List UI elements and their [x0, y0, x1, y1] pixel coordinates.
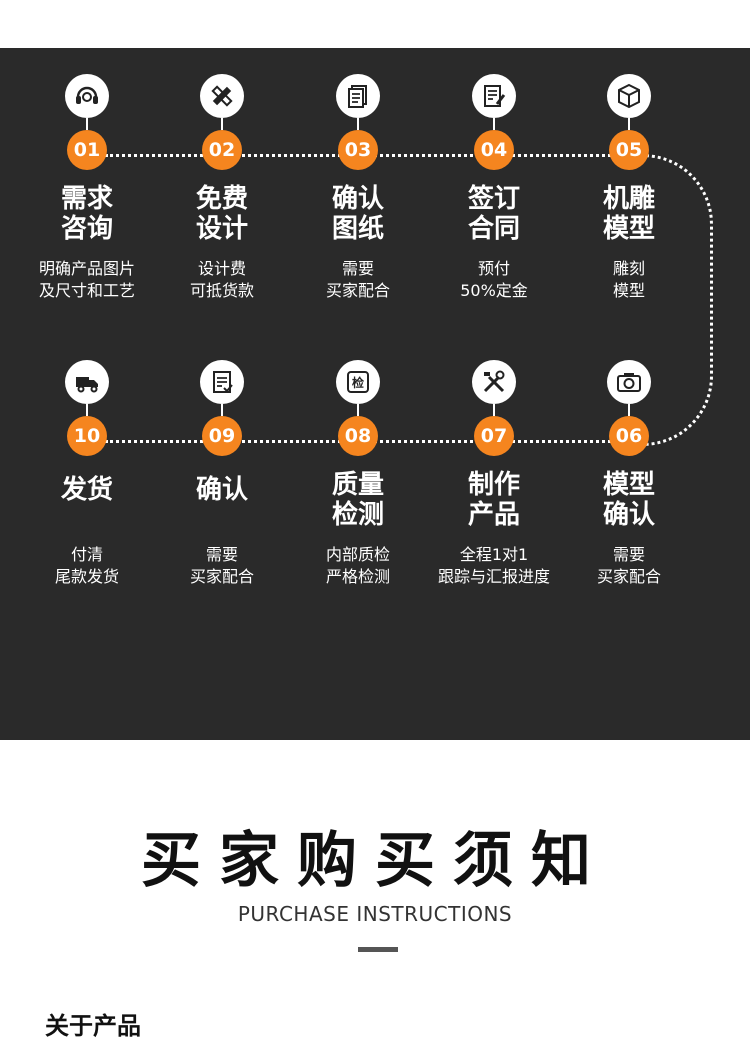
step-description: 全程1对1 跟踪与汇报进度: [437, 545, 550, 586]
step-title: 需求 咨询: [60, 184, 113, 244]
svg-text:检: 检: [352, 375, 364, 390]
section-label-cut: 关于产品: [45, 1012, 141, 1040]
page-heading: 买家购买须知: [141, 826, 609, 896]
step-title: 机雕 模型: [602, 184, 655, 244]
step-stem: [493, 118, 495, 130]
step-description: 设计费 可抵货款: [189, 259, 254, 300]
step-stem: [221, 404, 223, 416]
heading-underline: [358, 947, 398, 952]
pencil-ruler-icon: [200, 74, 244, 118]
step-number: 08: [338, 416, 378, 456]
step-stem: [628, 118, 630, 130]
step-title: 签订 合同: [467, 184, 520, 244]
top-strip: [0, 0, 750, 48]
step-description: 明确产品图片 及尺寸和工艺: [38, 259, 135, 300]
cube-icon: [607, 74, 651, 118]
step-stem: [357, 404, 359, 416]
checklist-icon: [200, 360, 244, 404]
process-panel: 01 需求 咨询明确产品图片 及尺寸和工艺 02 免费 设计设计费 可抵货款 03 确认 …: [0, 48, 750, 740]
step-title: 制作 产品: [467, 470, 520, 530]
step-number: 02: [202, 130, 242, 170]
step-title: 模型 确认: [602, 470, 655, 530]
step-description: 内部质检 严格检测: [325, 545, 390, 586]
step-title: 质量 检测: [331, 470, 384, 530]
step-stem: [493, 404, 495, 416]
step-number: 05: [609, 130, 649, 170]
step-number: 03: [338, 130, 378, 170]
step-number: 04: [474, 130, 514, 170]
inspection-icon: 检: [336, 360, 380, 404]
step-number: 01: [67, 130, 107, 170]
step-number: 09: [202, 416, 242, 456]
step-description: 预付 50%定金: [460, 259, 528, 300]
tools-icon: [472, 360, 516, 404]
step-number: 10: [67, 416, 107, 456]
contract-icon: [472, 74, 516, 118]
page-subheading: PURCHASE INSTRUCTIONS: [237, 902, 513, 926]
step-stem: [86, 118, 88, 130]
step-description: 需要 买家配合: [189, 545, 254, 586]
step-title: 确认: [195, 475, 248, 505]
truck-icon: [65, 360, 109, 404]
camera-icon: [607, 360, 651, 404]
step-stem: [86, 404, 88, 416]
step-stem: [357, 118, 359, 130]
step-title: 免费 设计: [195, 184, 248, 244]
step-description: 付清 尾款发货: [54, 545, 119, 586]
step-stem: [628, 404, 630, 416]
step-number: 06: [609, 416, 649, 456]
step-description: 需要 买家配合: [596, 545, 661, 586]
step-description: 需要 买家配合: [325, 259, 390, 300]
step-stem: [221, 118, 223, 130]
step-description: 雕刻 模型: [612, 259, 645, 300]
document-icon: [336, 74, 380, 118]
step-title: 确认 图纸: [331, 184, 384, 244]
step-title: 发货: [60, 475, 113, 505]
step-number: 07: [474, 416, 514, 456]
headset-icon: [65, 74, 109, 118]
